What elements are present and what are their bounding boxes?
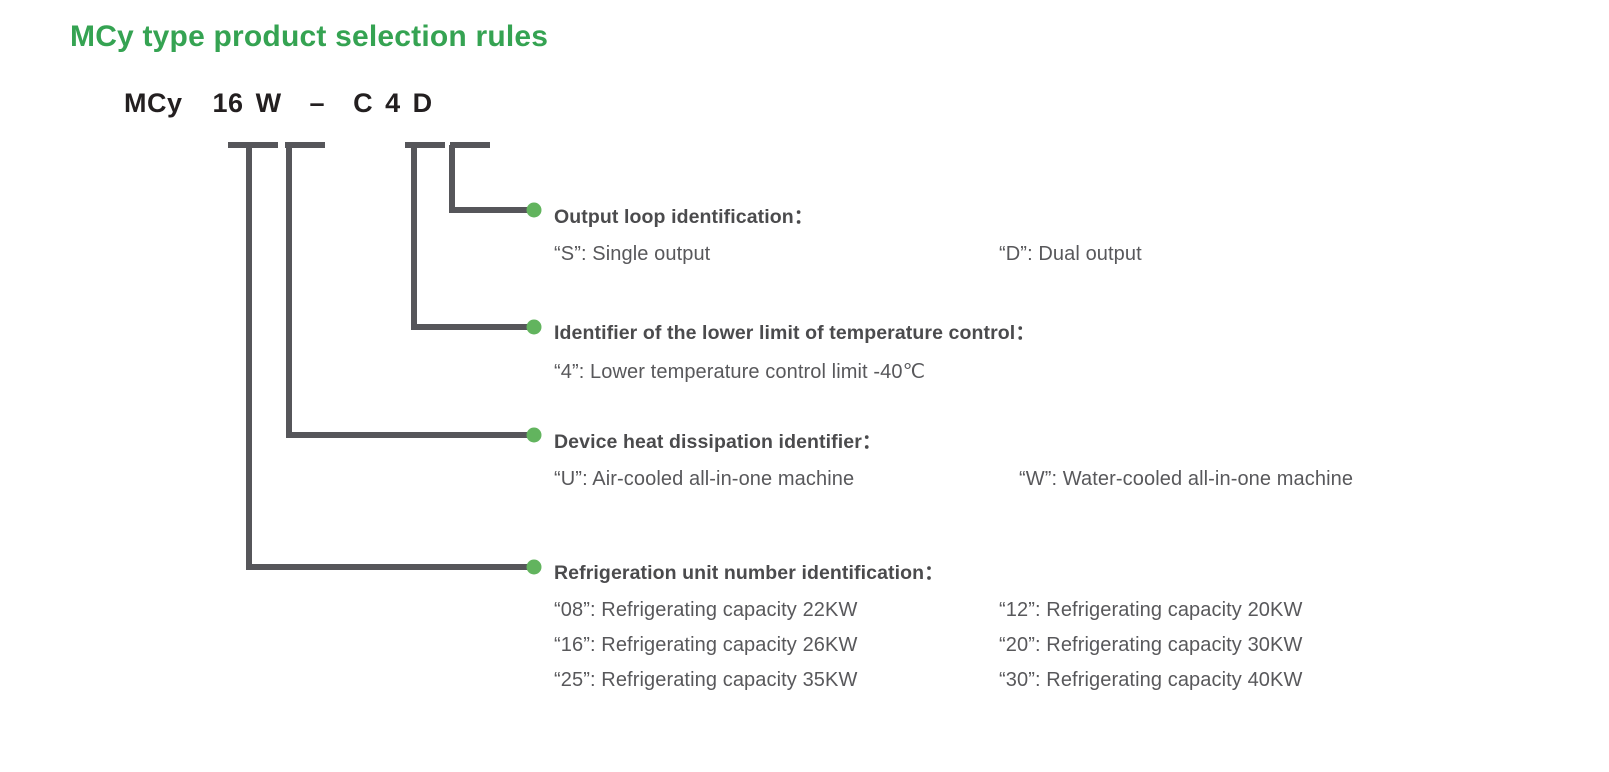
callout-temperature-lower-limit: Identifier of the lower limit of tempera… [554,316,1035,384]
callout-cell: “4”: Lower temperature control limit -40… [554,361,926,383]
leader-dot-heat-dissipation [526,427,542,443]
callout-cell: “30”: Refrigerating capacity 40KW [999,669,1303,691]
leader-dot-refrigeration-unit-number [526,559,542,575]
leader-dot-temperature-lower-limit [526,319,542,335]
leader-temperature-lower-limit [411,145,533,330]
callout-cell: “W”: Water-cooled all-in-one machine [1019,468,1354,490]
callout-cell: “16”: Refrigerating capacity 26KW [554,634,858,656]
code-segment-dash: – [309,88,326,118]
callout-cell: “20”: Refrigerating capacity 30KW [999,634,1303,656]
leader-heat-dissipation [286,145,533,438]
callout-heat-dissipation: Device heat dissipation identifier： “U”:… [554,425,1353,491]
callout-cell: “S”: Single output [554,243,711,265]
leader-output-loop [449,145,533,213]
callout-row: “U”: Air-cooled all-in-one machine “W”: … [554,468,1353,491]
callout-output-loop: Output loop identification： “S”: Single … [554,200,1142,266]
callout-title: Device heat dissipation identifier： [554,431,882,453]
leader-dot-output-loop [526,202,542,218]
callout-cell: “08”: Refrigerating capacity 22KW [554,599,858,621]
leader-refrigeration-unit-number [246,145,533,570]
code-segment-heat-dissipation: W [255,88,282,118]
callout-rows: “U”: Air-cooled all-in-one machine “W”: … [554,468,1353,491]
callout-cell: “D”: Dual output [999,243,1142,265]
callout-rows: “4”: Lower temperature control limit -40… [554,359,1035,384]
callout-rows: “08”: Refrigerating capacity 22KW “12”: … [554,599,1302,692]
callout-row: “S”: Single output “D”: Dual output [554,243,1142,266]
callout-refrigeration-unit-number: Refrigeration unit number identification… [554,556,1302,692]
code-segment-series: C [353,88,374,118]
code-segment-output-loop: D [412,88,433,118]
callout-cell: “25”: Refrigerating capacity 35KW [554,669,858,691]
callout-row: “16”: Refrigerating capacity 26KW “20”: … [554,634,1302,657]
callout-title: Identifier of the lower limit of tempera… [554,322,1035,344]
callout-cell: “U”: Air-cooled all-in-one machine [554,468,855,490]
page-title: MCy type product selection rules [70,20,549,53]
callout-row: “08”: Refrigerating capacity 22KW “12”: … [554,599,1302,622]
callout-title: Refrigeration unit number identification… [554,562,944,584]
callout-row: “4”: Lower temperature control limit -40… [554,359,1035,384]
code-segment-temp-limit: 4 [385,88,401,118]
callout-cell: “12”: Refrigerating capacity 20KW [999,599,1303,621]
code-segment-prefix: MCy [124,88,183,118]
callout-rows: “S”: Single output “D”: Dual output [554,243,1142,266]
callout-title: Output loop identification： [554,206,814,228]
code-segment-unit-number: 16 [212,88,244,118]
callout-row: “25”: Refrigerating capacity 35KW “30”: … [554,669,1302,692]
